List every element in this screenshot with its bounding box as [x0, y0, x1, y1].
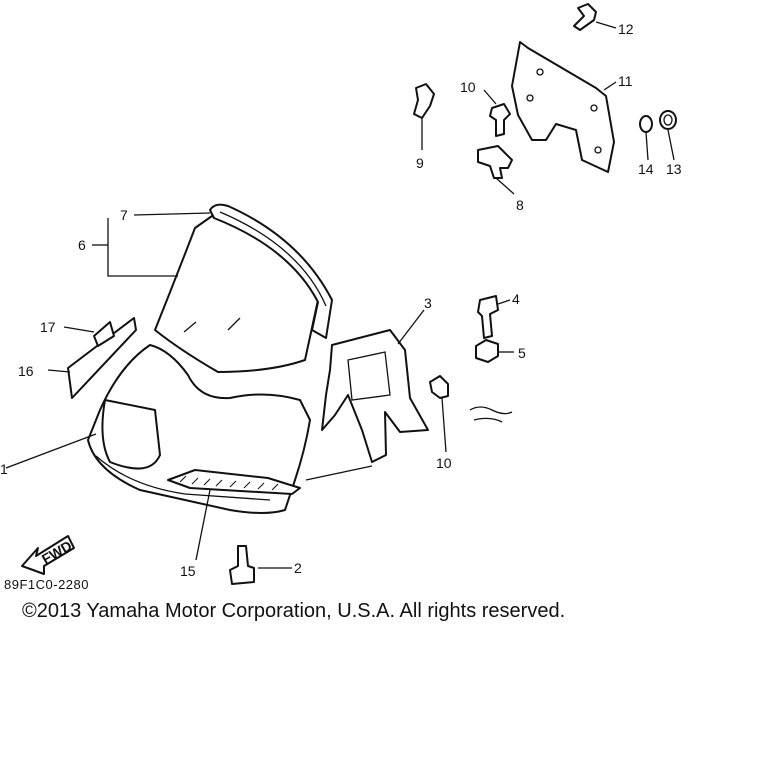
bolt-10-upper [489, 103, 511, 137]
clip-8 [477, 145, 513, 179]
hood-decal [167, 469, 301, 495]
callout-4: 4 [512, 291, 520, 307]
callout-14: 14 [638, 161, 654, 177]
callout-7: 7 [120, 207, 128, 223]
callout-1: 1 [0, 461, 8, 477]
bolt-4 [477, 295, 499, 339]
bracket-hole-c [590, 104, 598, 112]
callout-13: 13 [666, 161, 682, 177]
emblem-17 [93, 321, 115, 347]
callout-10-lower: 10 [436, 455, 452, 471]
bolt-10-lower [429, 375, 449, 399]
hood-lower-edge [95, 455, 271, 501]
faint-marking [469, 406, 513, 423]
windshield [154, 215, 319, 373]
bracket-cutout [347, 351, 391, 401]
callout-11: 11 [618, 73, 633, 89]
hood-vent [101, 399, 161, 470]
callout-17: 17 [40, 319, 56, 335]
fwd-arrow-icon [21, 535, 75, 575]
bolt-2 [229, 545, 255, 585]
callout-8: 8 [516, 197, 524, 213]
callout-6: 6 [78, 237, 86, 253]
callout-2: 2 [294, 560, 302, 576]
windshield-trim [209, 203, 333, 339]
hood-cowling [87, 344, 311, 514]
hood-bracket [321, 329, 429, 463]
bracket-hole-a [536, 68, 544, 76]
copyright-notice: ©2013 Yamaha Motor Corporation, U.S.A. A… [22, 600, 566, 622]
callout-3: 3 [424, 295, 432, 311]
callouts: 1 2 3 4 5 6 7 8 9 10 10 11 12 13 14 15 1… [0, 21, 682, 579]
washer-13-inner [663, 114, 673, 126]
nut-5 [475, 339, 499, 363]
decal-hatch [179, 475, 279, 491]
callout-15: 15 [180, 563, 196, 579]
callout-9: 9 [416, 155, 424, 171]
bolt-12 [573, 3, 597, 31]
drawing-code: 89F1C0-2280 [4, 577, 89, 592]
windshield-highlight [183, 317, 241, 333]
washer-14 [639, 115, 653, 133]
bracket-hole-d [594, 146, 602, 154]
bracket-hole-b [526, 94, 534, 102]
trim-inner-line [219, 211, 327, 307]
callout-16: 16 [18, 363, 34, 379]
callout-10-upper: 10 [460, 79, 476, 95]
clip-9 [413, 83, 435, 119]
callout-5: 5 [518, 345, 526, 361]
washer-13 [659, 110, 677, 130]
callout-12: 12 [618, 21, 634, 37]
leader-lines [5, 21, 675, 569]
